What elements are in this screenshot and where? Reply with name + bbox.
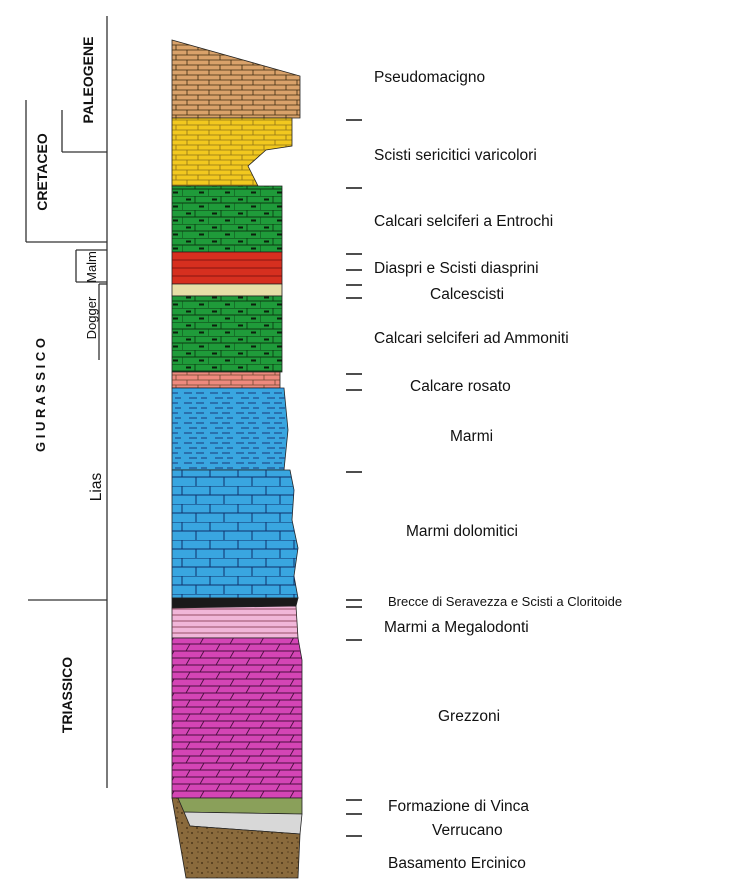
label-diaspri: Diaspri e Scisti diasprini bbox=[374, 260, 539, 277]
period-label-giurassico: G I U R A S S I C O bbox=[33, 338, 48, 452]
label-pseudomacigno: Pseudomacigno bbox=[374, 69, 485, 86]
period-label-triassico: TRIASSICO bbox=[59, 657, 75, 733]
stratigraphic-column bbox=[171, 39, 303, 879]
layer-marmi bbox=[171, 387, 289, 471]
layer-calcescisti bbox=[171, 283, 283, 297]
layer-grezzoni bbox=[171, 637, 303, 799]
label-formazione-vinca: Formazione di Vinca bbox=[388, 798, 529, 815]
layer-formazione-vinca bbox=[177, 797, 303, 815]
layer-diaspri bbox=[171, 251, 283, 285]
formation-labels: Pseudomacigno Scisti sericitici varicolo… bbox=[374, 69, 622, 872]
period-label-cretaceo: CRETACEO bbox=[34, 133, 50, 211]
label-calcare-rosato: Calcare rosato bbox=[410, 378, 511, 395]
layer-marmi-dolomitici bbox=[171, 469, 299, 599]
period-label-paleogene: PALEOGENE bbox=[80, 37, 96, 124]
label-verrucano: Verrucano bbox=[432, 822, 503, 839]
label-marmi: Marmi bbox=[450, 428, 493, 445]
layer-fill bbox=[171, 283, 283, 297]
label-brecce: Brecce di Seravezza e Scisti a Cloritoid… bbox=[388, 594, 622, 609]
layer-basamento bbox=[171, 797, 301, 879]
layer-calcare-rosato bbox=[171, 371, 281, 389]
layer-scisti-sericitici bbox=[171, 117, 293, 187]
layer-pseudomacigno bbox=[171, 39, 301, 119]
epoch-label-dogger: Dogger bbox=[84, 296, 99, 339]
label-basamento: Basamento Ercinico bbox=[388, 855, 526, 872]
label-marmi-megalodonti: Marmi a Megalodonti bbox=[384, 619, 529, 636]
boundary-ticks bbox=[346, 119, 362, 837]
epoch-label-malm: Malm bbox=[84, 251, 99, 283]
layer-calcari-entrochi bbox=[171, 185, 283, 253]
layer-fill bbox=[177, 797, 303, 815]
label-grezzoni: Grezzoni bbox=[438, 708, 500, 725]
layer-calcari-ammoniti bbox=[171, 295, 283, 373]
label-calcescisti: Calcescisti bbox=[430, 286, 504, 303]
label-scisti-sericitici: Scisti sericitici varicolori bbox=[374, 147, 537, 164]
label-calcari-entrochi: Calcari selciferi a Entrochi bbox=[374, 213, 553, 230]
epoch-label-lias: Lias bbox=[88, 473, 105, 502]
layer-marmi-megalodonti bbox=[171, 605, 299, 639]
label-marmi-dolomitici: Marmi dolomitici bbox=[406, 523, 518, 540]
label-calcari-ammoniti: Calcari selciferi ad Ammoniti bbox=[374, 330, 569, 347]
period-frame bbox=[25, 16, 108, 788]
